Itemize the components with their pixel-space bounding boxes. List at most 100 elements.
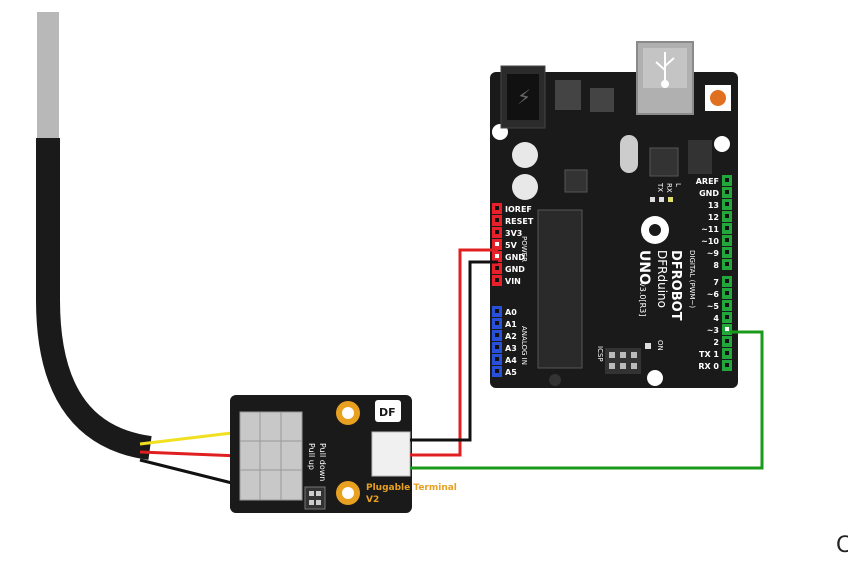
df-logo-icon <box>375 400 401 422</box>
capacitor <box>512 142 538 168</box>
probe-cable <box>36 138 152 460</box>
usb-icon <box>655 52 675 88</box>
product-text: DFRduino <box>655 250 669 308</box>
analog-pin-hole <box>495 309 499 313</box>
pull-down-label: Pull down <box>318 443 327 481</box>
digital-pin-label: ~11 <box>701 225 719 234</box>
usb-chip <box>649 147 679 177</box>
jst-connector <box>371 431 411 477</box>
icsp-header <box>605 348 641 374</box>
analog-pin-label: A5 <box>505 368 517 377</box>
digital-pin-hole <box>725 351 729 355</box>
on-label: ON <box>656 340 664 351</box>
power-pin-label: VIN <box>505 277 521 286</box>
digital-pin-label: 13 <box>708 201 719 210</box>
wire-green-d3 <box>410 330 764 470</box>
lightning-icon: ⚡ <box>517 85 531 109</box>
icsp-label: ICSP <box>596 346 604 362</box>
probe-steel-tip <box>37 12 59 138</box>
probe-wires <box>139 430 241 487</box>
mount-hole <box>714 136 730 152</box>
pull-up-label: Pull up <box>307 443 316 470</box>
analog-pin-label: A0 <box>505 308 517 317</box>
wire-black-gnd <box>410 260 498 442</box>
digital-pin-hole <box>725 250 729 254</box>
power-pin-label: 3V3 <box>505 229 522 238</box>
led-indicator <box>668 197 673 202</box>
analog-pin-label: A4 <box>505 356 517 365</box>
digital-pin-label: ~10 <box>701 237 719 246</box>
power-pin-hole <box>495 278 499 282</box>
regulator <box>590 88 614 112</box>
digital-pin-hole <box>725 238 729 242</box>
mount-hole <box>647 370 663 386</box>
digital-pin-label: ~9 <box>707 249 720 258</box>
digital-pin-hole <box>725 190 729 194</box>
reset-button-cap <box>710 90 726 106</box>
small-chip <box>564 169 588 193</box>
connection-wires <box>410 248 764 470</box>
digital-pin-hole <box>725 291 729 295</box>
power-pin-label: IOREF <box>505 205 532 214</box>
power-pin-hole <box>495 230 499 234</box>
regulator <box>555 80 581 110</box>
analog-pin-hole <box>495 333 499 337</box>
edge-text: C <box>836 533 848 558</box>
crystal <box>620 135 638 173</box>
wire-yellow <box>139 430 241 446</box>
power-pin-label: GND <box>505 265 525 274</box>
power-pin-label: GND <box>505 253 525 262</box>
power-pin-label: 5V <box>505 241 518 250</box>
jumper <box>304 486 326 510</box>
analog-label: ANALOG IN <box>520 326 528 365</box>
capacitor <box>512 174 538 200</box>
digital-pin-label: AREF <box>696 177 719 186</box>
digital-pin-hole <box>725 303 729 307</box>
power-pin-hole <box>495 206 499 210</box>
digital-pin-label: RX 0 <box>698 362 719 371</box>
wire-red-5v <box>410 248 498 457</box>
digital-pin-hole <box>725 339 729 343</box>
power-pin-hole <box>495 254 499 258</box>
digital-pin-label: TX 1 <box>699 350 719 359</box>
analog-pin-hole <box>495 369 499 373</box>
digital-pin-label: 7 <box>713 278 719 287</box>
digital-pin-hole <box>725 279 729 283</box>
digital-pin-label: GND <box>699 189 719 198</box>
rx-led-label: RX <box>665 183 673 193</box>
mount-hole <box>549 374 561 386</box>
wire-red-probe <box>139 450 241 458</box>
digital-pin-hole <box>725 315 729 319</box>
digital-pin-label: ~6 <box>707 290 720 299</box>
arduino-board: ⚡ DFROBOT DFRduino <box>490 41 738 388</box>
analog-pin-hole <box>495 357 499 361</box>
small-header <box>688 140 712 174</box>
wire-black-probe <box>139 458 241 487</box>
temperature-probe <box>36 12 152 460</box>
digital-pin-label: ~5 <box>707 302 720 311</box>
analog-pin-label: A1 <box>505 320 517 329</box>
power-pin-hole <box>495 218 499 222</box>
led-indicator <box>650 197 655 202</box>
digital-pin-hole <box>725 262 729 266</box>
brand-mark: DF <box>379 406 396 419</box>
model-text: UNO <box>636 250 652 285</box>
analog-pin-hole <box>495 345 499 349</box>
atmega-chip <box>537 209 583 369</box>
screw-terminal-block <box>239 411 303 501</box>
power-pin-hole <box>495 242 499 246</box>
digital-pin-hole <box>725 226 729 230</box>
digital-pin-hole <box>725 178 729 182</box>
digital-pin-label: ~3 <box>707 326 719 335</box>
on-led <box>645 343 651 349</box>
brand-text: DFROBOT <box>668 250 683 321</box>
l-led-label: L <box>674 183 682 187</box>
digital-pin-label: 12 <box>708 213 719 222</box>
power-label: POWER <box>520 236 528 262</box>
